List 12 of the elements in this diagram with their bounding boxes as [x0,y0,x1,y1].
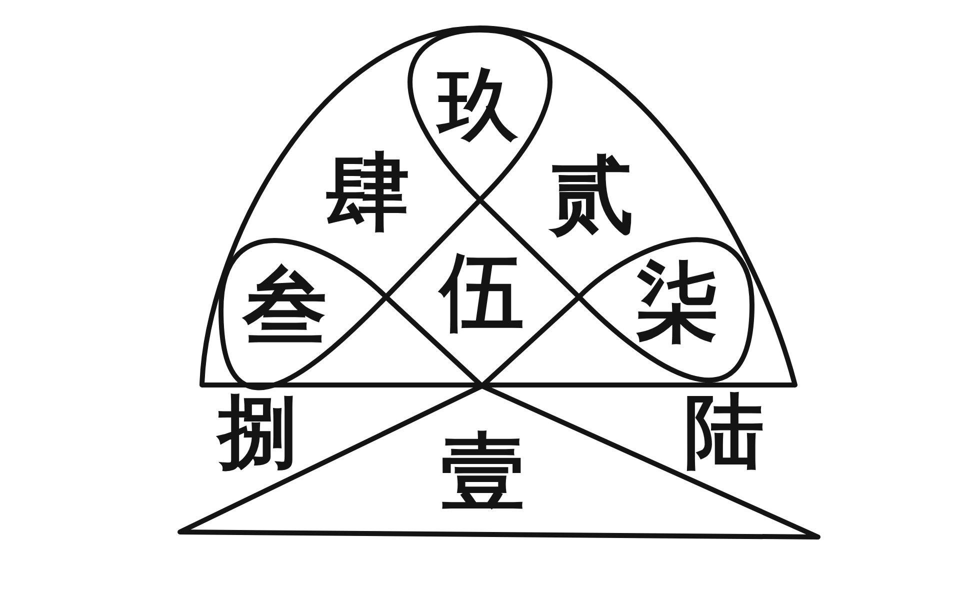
numeral-character: 肆 [326,150,410,234]
numeral-character: 壹 [441,430,525,514]
numeral-character: 贰 [550,153,634,237]
teardrop-loop [218,237,389,391]
numeral-character: 玖 [438,66,518,146]
numeral-character: 伍 [440,250,524,334]
teardrop-loop [576,236,755,384]
numeral-character: 柒 [636,260,720,344]
arch-outline [199,25,798,388]
numeral-character: 捌 [218,392,298,472]
numeral-character: 叁 [243,264,327,348]
numeral-character: 陆 [684,392,764,472]
